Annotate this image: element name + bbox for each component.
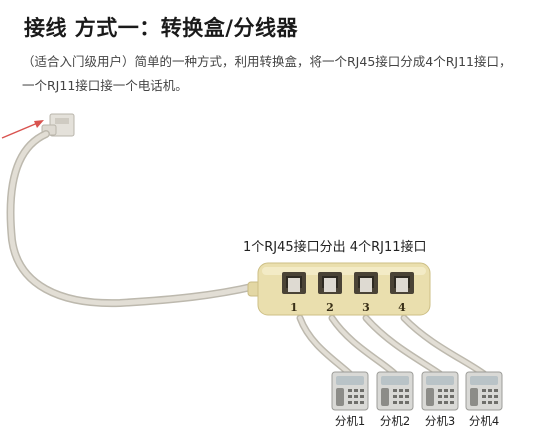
port-number-2: 2	[326, 301, 334, 314]
port-number-1: 1	[290, 301, 298, 314]
telephone-icon	[465, 371, 503, 411]
arrow-pointer-icon	[1, 120, 44, 139]
extension-label-4: 分机4	[468, 414, 500, 428]
port-number-3: 3	[362, 301, 370, 314]
splitter-caption: 1个RJ45接口分出 4个RJ11接口	[243, 240, 427, 255]
port-number-4: 4	[398, 301, 406, 314]
telephone-icon	[376, 371, 414, 411]
telephone-icon	[421, 371, 459, 411]
splitter-box-icon	[247, 262, 431, 316]
extension-label-2: 分机2	[379, 414, 411, 428]
description-text: （适合入门级用户）简单的一种方式，利用转换盒，将一个RJ45接口分成4个RJ11…	[22, 54, 512, 93]
extension-label-3: 分机3	[424, 414, 456, 428]
page-title: 接线 方式一：转换盒/分线器	[24, 16, 298, 40]
extension-label-1: 分机1	[334, 414, 366, 428]
telephone-icon	[331, 371, 369, 411]
